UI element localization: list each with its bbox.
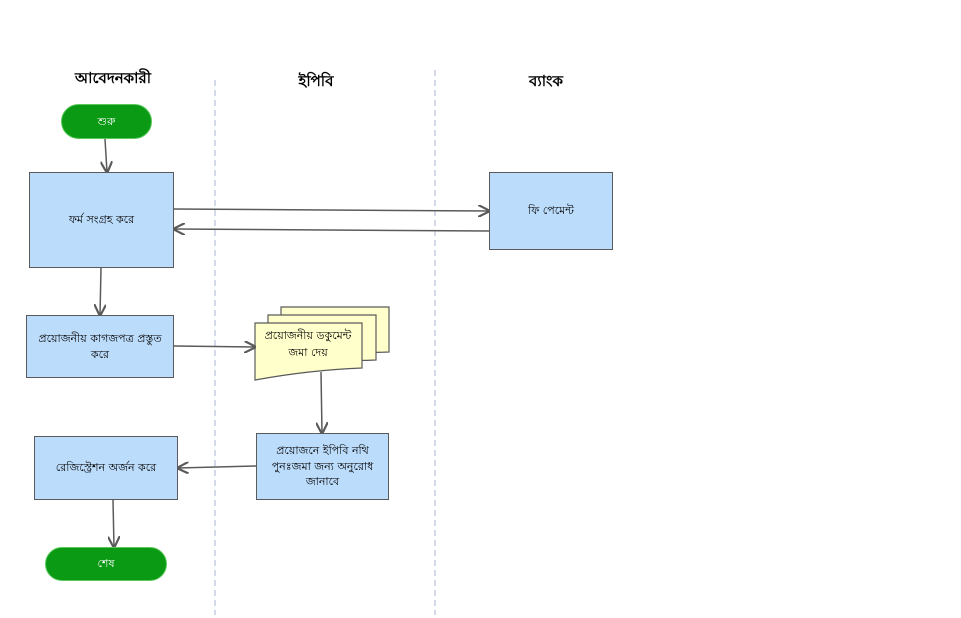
connector-fee-to-collect — [174, 229, 490, 231]
submit-docs-label: প্রয়োজনীয় ডকুমেন্ট জমা দেয় — [264, 329, 352, 359]
multi-document-shape — [254, 306, 390, 381]
collect-form-box: ফর্ম সংগ্রহ করে — [29, 172, 174, 268]
connector-prepare-to-submit — [173, 346, 255, 347]
lane-title-epb: ইপিবি — [298, 72, 334, 90]
get-registration-box: রেজিস্ট্রেশন অর্জন করে — [34, 436, 178, 500]
end-terminal: শেষ — [45, 547, 167, 581]
connector-registration-to-end — [113, 499, 114, 547]
prepare-docs-box: প্রয়োজনীয় কাগজপত্র প্রস্তুত করে — [26, 315, 174, 378]
connector-collect-to-prepare — [100, 267, 101, 315]
fee-payment-box: ফি পেমেন্ট — [489, 172, 613, 250]
lane-title-bank: ব্যাংক — [529, 72, 563, 90]
start-terminal: শুরু — [61, 104, 152, 139]
connector-resubmit-to-registration — [178, 466, 257, 468]
lane-title-applicant: আবেদনকারী — [74, 69, 152, 87]
connector-submit-to-resubmit — [321, 371, 322, 433]
resubmit-request-box: প্রয়োজনে ইপিবি নথি পুনঃজমা জন্য অনুরোধ … — [256, 433, 389, 500]
connector-collect-to-fee — [173, 209, 489, 211]
connector-start-to-collect — [105, 138, 107, 172]
